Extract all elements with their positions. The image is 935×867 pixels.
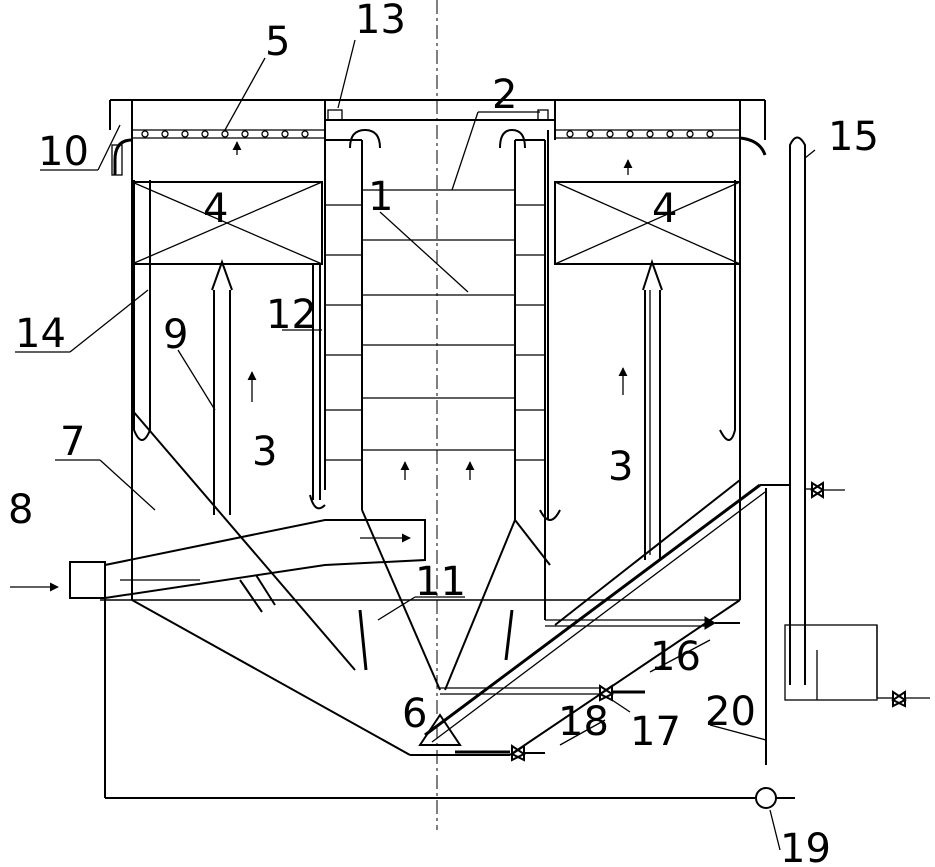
recycle-line [104,483,795,809]
label-7: 7 [60,419,85,465]
top-cover [324,99,556,149]
label-6: 6 [402,691,427,737]
inlet-pipe [10,519,426,613]
label-8: 8 [8,487,33,533]
label-3-right: 3 [608,444,633,490]
label-9: 9 [163,312,188,358]
launder-holes-left [141,130,309,138]
outlet-elbows [111,136,767,176]
label-4-right: 4 [652,186,677,232]
overflow-launder [132,129,740,175]
label-19: 19 [780,826,831,867]
label-20: 20 [705,689,756,735]
label-13: 13 [355,0,406,43]
riser-left [211,259,233,515]
pipe-16 [545,616,740,630]
gas-seal [784,136,930,708]
label-14: 14 [15,311,66,357]
label-3-left: 3 [252,429,277,475]
riser-right [642,258,663,560]
label-1: 1 [368,174,393,220]
label-18: 18 [558,699,609,745]
label-17: 17 [630,709,681,755]
label-4-left: 4 [203,186,228,232]
pipe-18 [455,744,545,762]
leader-lines [15,39,816,851]
label-12: 12 [266,292,317,338]
label-11: 11 [415,559,466,605]
label-10: 10 [38,129,89,175]
launder-holes-right [566,130,714,138]
label-15: 15 [828,114,879,160]
label-5: 5 [265,19,290,65]
packing-right [554,181,741,265]
packing-left [131,181,323,265]
label-16: 16 [650,634,701,680]
label-2: 2 [492,72,517,118]
central-column [324,100,556,620]
hopper-cone [131,409,741,746]
pipe-17 [440,684,645,702]
